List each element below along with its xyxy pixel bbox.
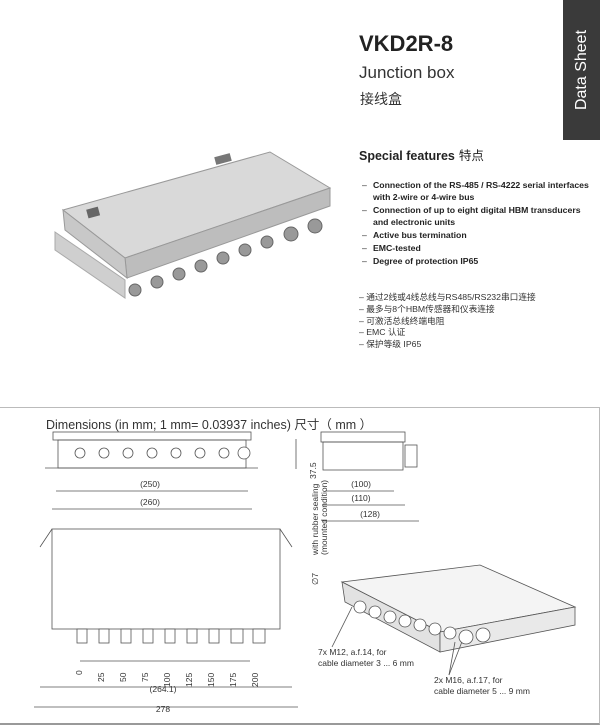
product-subtitle-cn: 接线盒	[360, 91, 402, 107]
product-title: VKD2R-8	[359, 31, 454, 56]
data-sheet-tab: Data Sheet	[563, 0, 600, 140]
product-subtitle: Junction box	[359, 63, 455, 82]
feature-item: Degree of protection IP65	[362, 256, 592, 268]
note-m12-1: 7x M12, a.f.14, for	[318, 647, 387, 657]
feature-item: Connection of the RS-485 / RS-4222 seria…	[362, 180, 592, 203]
dim-height: 37.5	[308, 462, 318, 479]
dimension-drawings: (250) (260) (100) (110) (128) 37.5 with …	[34, 431, 577, 714]
dimensions-title: Dimensions (in mm; 1 mm= 0.03937 inches)…	[46, 418, 373, 432]
hole-diameter: ∅7	[310, 573, 320, 585]
note-m16-1: 2x M16, a.f.17, for	[434, 675, 503, 685]
note-m16-2: cable diameter 5 ... 9 mm	[434, 686, 530, 696]
dim-100: (100)	[351, 479, 371, 489]
front-view-lid	[52, 431, 252, 441]
position-label: 100	[162, 673, 172, 687]
special-features-en: Special features	[359, 149, 455, 163]
features-list-cn: – 通过2线或4线总线与RS485/RS232串口连接 – 最多与8个HBM传感…	[359, 292, 536, 351]
position-label: 50	[118, 672, 128, 682]
sealing-note-1: with rubber sealing	[310, 483, 320, 556]
sealing-note-2: (mounted condition)	[319, 480, 329, 555]
dim-264: (264.1)	[150, 684, 177, 694]
feature-item-cn: – 可激活总线终端电阻	[359, 315, 445, 326]
feature-item-cn: – 通过2线或4线总线与RS485/RS232串口连接	[359, 292, 536, 302]
dim-128: (128)	[360, 509, 380, 519]
feature-item: EMC-tested	[362, 243, 592, 255]
position-label: 175	[228, 673, 238, 687]
special-features-cn: 特点	[458, 149, 484, 163]
dim-110: (110)	[351, 493, 370, 503]
position-label: 150	[206, 673, 216, 687]
top-view-body	[51, 528, 281, 630]
position-label: 125	[184, 673, 194, 687]
position-label: 0	[74, 670, 84, 675]
feature-item-cn: – 最多与8个HBM传感器和仪表连接	[359, 303, 495, 314]
dim-278: 278	[156, 704, 170, 714]
features-list: Connection of the RS-485 / RS-4222 seria…	[362, 180, 592, 269]
product-photo	[54, 151, 332, 299]
feature-item-cn: – 保护等级 IP65	[359, 339, 422, 350]
feature-item: Active bus termination	[362, 230, 592, 242]
dim-260: (260)	[140, 497, 160, 507]
feature-item: Connection of up to eight digital HBM tr…	[362, 205, 592, 228]
dim-250: (250)	[140, 479, 160, 489]
data-sheet-label: Data Sheet	[572, 29, 590, 111]
note-m12-2: cable diameter 3 ... 6 mm	[318, 658, 414, 668]
feature-item-cn: – EMC 认证	[359, 327, 406, 338]
position-label: 200	[250, 673, 260, 687]
position-label: 25	[96, 672, 106, 682]
position-label: 75	[140, 672, 150, 682]
